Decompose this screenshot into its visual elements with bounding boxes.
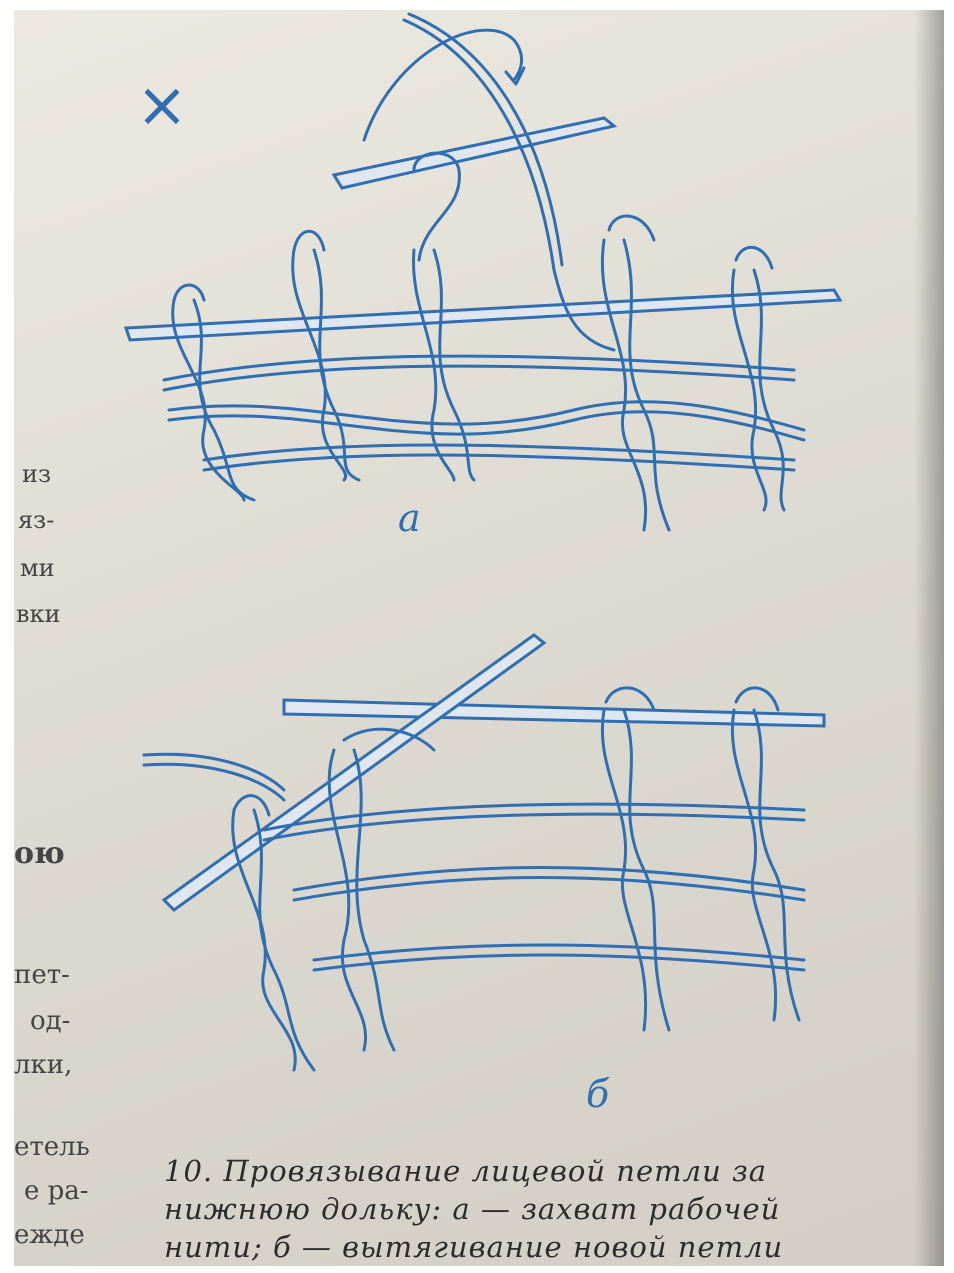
book-page: × а б из яз- ми вки ою пет- од- лки, ете… bbox=[14, 10, 944, 1266]
arrow-head bbox=[506, 68, 524, 84]
knitting-illustration bbox=[14, 10, 944, 1266]
cross-mark: × bbox=[136, 74, 188, 136]
figure-caption: 10. Провязывание лицевой петли за нижнюю… bbox=[164, 1152, 864, 1266]
page-edge-shadow bbox=[914, 10, 944, 1266]
margin-text: вки bbox=[16, 600, 61, 628]
figure-b bbox=[144, 635, 824, 1070]
margin-heading: ою bbox=[14, 836, 65, 871]
working-yarn bbox=[404, 20, 614, 350]
figure-a bbox=[126, 14, 840, 530]
strands-a bbox=[164, 356, 804, 470]
caption-line: 10. Провязывание лицевой петли за bbox=[164, 1152, 864, 1190]
strands-b bbox=[264, 804, 804, 970]
needle-a-right bbox=[334, 118, 614, 188]
margin-text: лки, bbox=[14, 1050, 72, 1080]
caption-line: нижнюю дольку: а — захват рабочей bbox=[164, 1190, 864, 1228]
margin-text: ми bbox=[20, 554, 55, 582]
figure-label-b: б bbox=[586, 1072, 609, 1116]
margin-text: од- bbox=[30, 1006, 70, 1036]
margin-text: етель bbox=[14, 1132, 90, 1162]
margin-text: е ра- bbox=[24, 1176, 89, 1206]
margin-text: ежде bbox=[14, 1220, 85, 1250]
figure-label-a: а bbox=[398, 496, 421, 540]
stitch-column-a bbox=[173, 153, 784, 530]
needle-b bbox=[284, 700, 824, 726]
caption-line: нити; б — вытягивание новой петли bbox=[164, 1228, 864, 1266]
margin-text: яз- bbox=[18, 506, 54, 534]
margin-text: пет- bbox=[14, 960, 70, 990]
margin-text: из bbox=[22, 460, 51, 488]
